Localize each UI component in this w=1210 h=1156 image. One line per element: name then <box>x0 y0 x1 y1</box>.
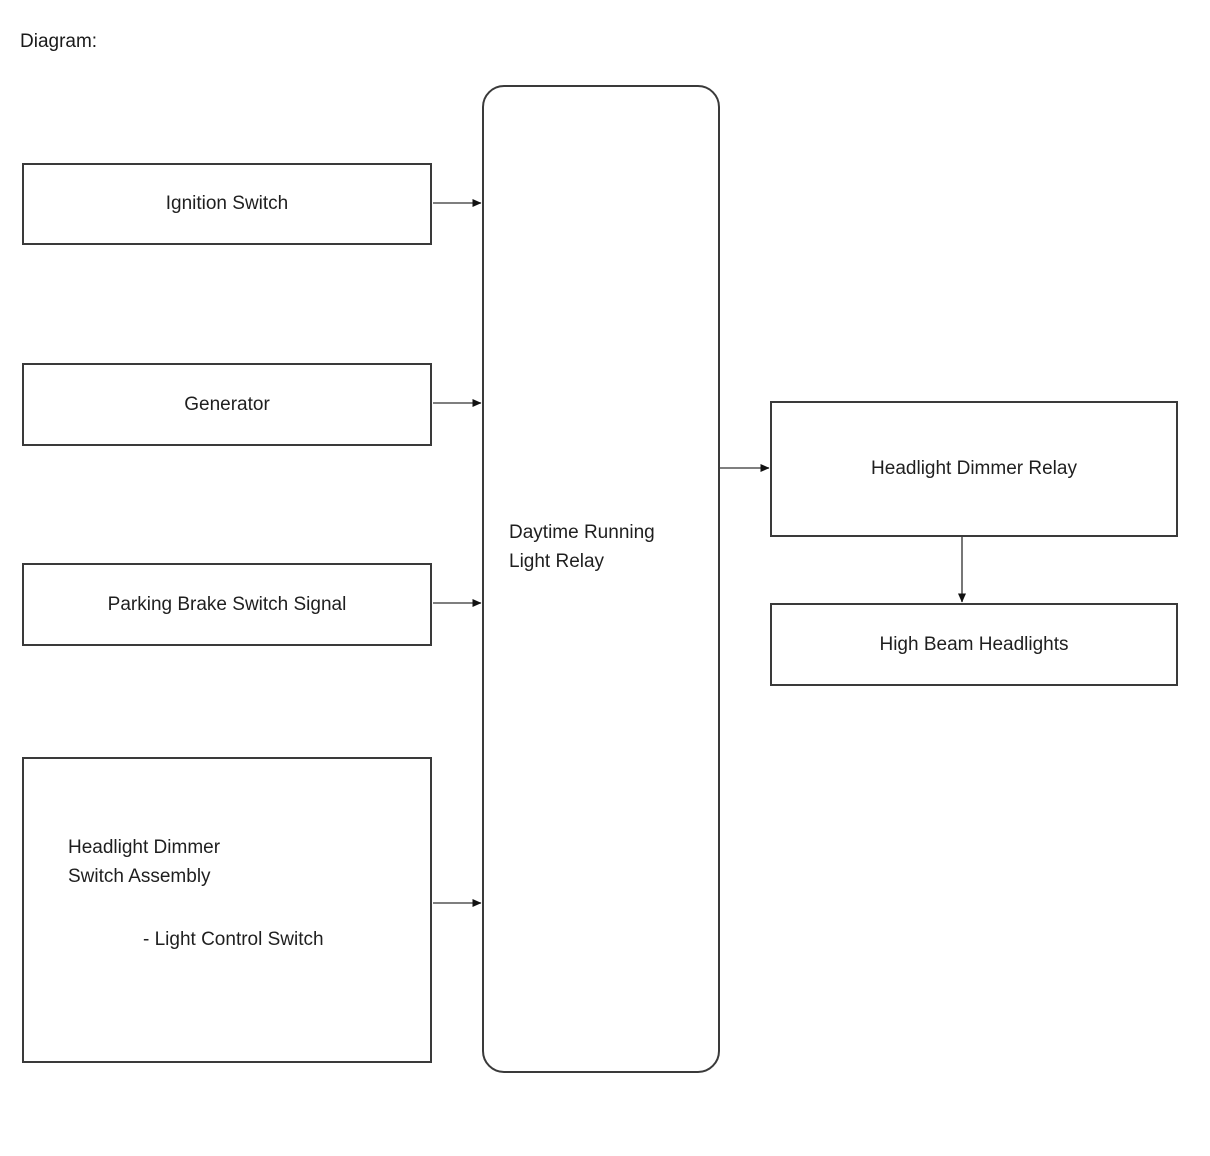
assembly-spacer <box>68 891 324 925</box>
node-high-beam-headlights[interactable]: High Beam Headlights <box>770 603 1178 686</box>
drl-line-1: Daytime Running <box>509 522 655 543</box>
node-headlight-dimmer-switch-assembly-text: Headlight Dimmer Switch Assembly - Light… <box>68 833 324 954</box>
node-label: Parking Brake Switch Signal <box>107 593 347 615</box>
node-headlight-dimmer-relay[interactable]: Headlight Dimmer Relay <box>770 401 1178 537</box>
node-label: Headlight Dimmer Relay <box>871 458 1077 479</box>
node-parking-brake-switch-signal[interactable]: Parking Brake Switch Signal <box>22 563 432 646</box>
assembly-line-2: Switch Assembly <box>68 866 211 887</box>
node-daytime-running-light-relay-text: Daytime Running Light Relay <box>509 518 655 576</box>
assembly-line-3: - Light Control Switch <box>143 929 324 950</box>
node-label: Generator <box>184 393 270 415</box>
drl-line-2: Light Relay <box>509 551 605 572</box>
assembly-line-1: Headlight Dimmer <box>68 837 221 858</box>
node-daytime-running-light-relay[interactable] <box>482 85 720 1073</box>
node-ignition-switch[interactable]: Ignition Switch <box>22 163 432 245</box>
page-title: Diagram: <box>20 31 98 52</box>
node-headlight-dimmer-switch-assembly[interactable] <box>22 757 432 1063</box>
node-generator[interactable]: Generator <box>22 363 432 446</box>
node-label: High Beam Headlights <box>879 633 1069 655</box>
node-label: Ignition Switch <box>165 193 289 214</box>
